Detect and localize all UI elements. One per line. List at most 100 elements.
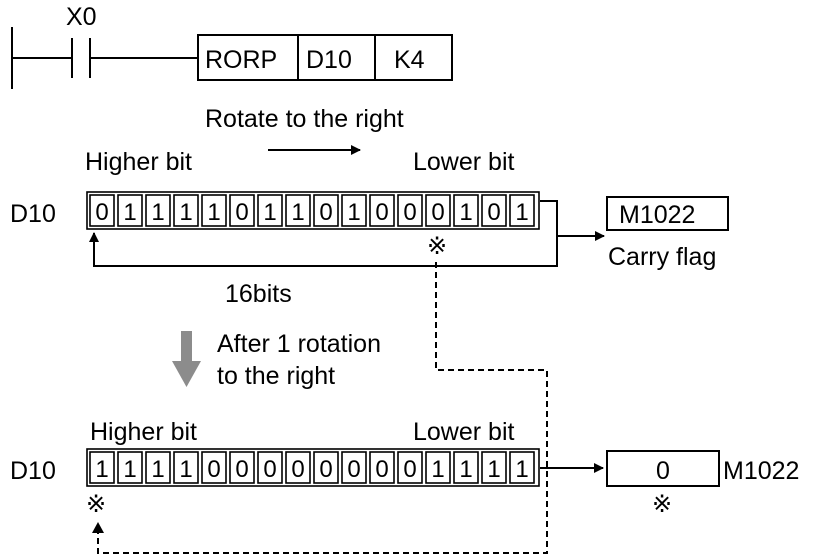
carry-flag-box (606, 196, 729, 231)
top-bit-value-4: 1 (207, 199, 220, 226)
bottom-bit-value-12: 1 (431, 456, 444, 483)
top-bit-value-2: 1 (151, 199, 164, 226)
top-bit-11: 0 (397, 194, 423, 227)
top-bit-value-1: 1 (123, 199, 136, 226)
top-bit-value-8: 0 (319, 199, 332, 226)
bottom-bit-2: 1 (145, 451, 171, 484)
top-bit-value-13: 1 (459, 199, 472, 226)
bottom-bit-5: 0 (229, 451, 255, 484)
transition-section: After 1 rotation to the right (172, 330, 381, 390)
top-bit-12: 0 (425, 194, 451, 227)
rotate-direction-label: Rotate to the right (205, 105, 404, 133)
bottom-carry-box (606, 450, 720, 487)
top-lsb-mark: ※ (427, 233, 447, 260)
bottom-bit-0: 1 (89, 451, 115, 484)
bottom-bit-7: 0 (285, 451, 311, 484)
carry-box-mark: ※ (652, 491, 672, 518)
bottom-bit-value-11: 0 (403, 456, 416, 483)
carry-flag-name: M1022 (619, 201, 695, 229)
bottom-bit-4: 0 (201, 451, 227, 484)
bottom-bit-8: 0 (313, 451, 339, 484)
bottom-bit-15: 1 (509, 451, 535, 484)
bottom-lower-bit-label: Lower bit (413, 418, 514, 446)
bottom-higher-bit-label: Higher bit (90, 418, 197, 446)
bottom-bit-14: 1 (481, 451, 507, 484)
bottom-bit-3: 1 (173, 451, 199, 484)
operand-d10: D10 (306, 46, 352, 74)
after-rotation-line2: to the right (217, 362, 335, 390)
top-bit-value-0: 0 (95, 199, 108, 226)
top-bit-4: 1 (201, 194, 227, 227)
bottom-bit-value-4: 0 (207, 456, 220, 483)
bottom-bit-12: 1 (425, 451, 451, 484)
top-lower-bit-label: Lower bit (413, 148, 514, 176)
instruction-name: RORP (205, 46, 277, 74)
top-bit-2: 1 (145, 194, 171, 227)
top-bit-value-12: 0 (431, 199, 444, 226)
top-bit-value-15: 1 (515, 199, 528, 226)
top-bit-value-11: 0 (403, 199, 416, 226)
bottom-msb-mark: ※ (86, 491, 106, 518)
top-rotate-line (89, 200, 558, 267)
bottom-bit-value-14: 1 (487, 456, 500, 483)
bottom-bit-value-1: 1 (123, 456, 136, 483)
bottom-carry-label: M1022 (723, 457, 799, 485)
top-higher-bit-label: Higher bit (85, 148, 192, 176)
bottom-bit-9: 0 (341, 451, 367, 484)
bottom-bit-1: 1 (117, 451, 143, 484)
bottom-carry-value: 0 (656, 457, 670, 485)
bottom-bit-value-15: 1 (515, 456, 528, 483)
bottom-bit-value-10: 0 (375, 456, 388, 483)
top-bit-14: 0 (481, 194, 507, 227)
top-bit-6: 1 (257, 194, 283, 227)
top-register-label: D10 (10, 200, 56, 228)
bottom-bit-11: 0 (397, 451, 423, 484)
top-bit-value-10: 0 (375, 199, 388, 226)
operand-k4: K4 (394, 46, 425, 74)
bottom-register-frame (86, 448, 540, 487)
top-register-section: Rotate to the right Higher bit Lower bit… (10, 105, 729, 308)
top-bit-13: 1 (453, 194, 479, 227)
bit-width-label: 16bits (225, 280, 292, 308)
top-bit-value-6: 1 (263, 199, 276, 226)
top-bit-15: 1 (509, 194, 535, 227)
top-bit-5: 0 (229, 194, 255, 227)
after-rotation-line1: After 1 rotation (217, 330, 381, 358)
ladder-rung: X0 RORP D10 K4 (11, 3, 453, 89)
instruction-box: RORP D10 K4 (197, 34, 453, 81)
bottom-bit-value-6: 0 (263, 456, 276, 483)
top-bit-8: 0 (313, 194, 339, 227)
bottom-bit-value-3: 1 (179, 456, 192, 483)
bottom-bit-value-8: 0 (319, 456, 332, 483)
bottom-register-label: D10 (10, 457, 56, 485)
bottom-bit-6: 0 (257, 451, 283, 484)
bottom-bit-value-7: 0 (291, 456, 304, 483)
contact-label: X0 (66, 3, 97, 31)
bottom-bit-value-9: 0 (347, 456, 360, 483)
top-bit-value-7: 1 (291, 199, 304, 226)
top-bit-1: 1 (117, 194, 143, 227)
top-bit-9: 1 (341, 194, 367, 227)
top-bit-10: 0 (369, 194, 395, 227)
dashed-trace-line (97, 262, 548, 554)
top-bit-3: 1 (173, 194, 199, 227)
carry-flag-text: Carry flag (608, 243, 716, 271)
top-bit-7: 1 (285, 194, 311, 227)
bottom-bit-value-0: 1 (95, 456, 108, 483)
dashed-trace-arrowhead (92, 522, 104, 533)
bottom-bit-10: 0 (369, 451, 395, 484)
top-bit-value-14: 0 (487, 199, 500, 226)
top-bit-value-3: 1 (179, 199, 192, 226)
top-register-frame (86, 191, 540, 230)
top-bit-value-9: 1 (347, 199, 360, 226)
bottom-bit-13: 1 (453, 451, 479, 484)
bottom-bit-value-5: 0 (235, 456, 248, 483)
down-arrow-icon (172, 331, 201, 387)
bottom-bit-value-2: 1 (151, 456, 164, 483)
bottom-bit-value-13: 1 (459, 456, 472, 483)
top-bit-0: 0 (89, 194, 115, 227)
